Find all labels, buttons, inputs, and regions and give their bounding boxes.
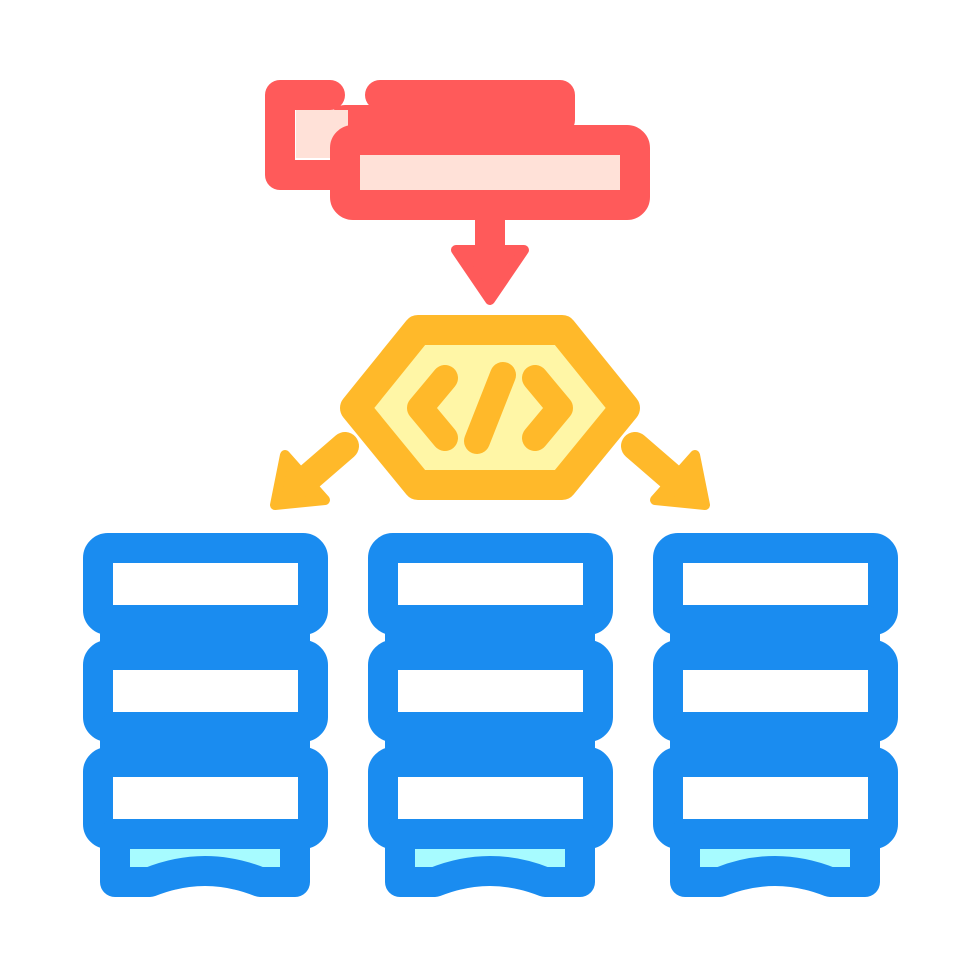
database-server-icon-center bbox=[368, 533, 613, 897]
left-arrow-shaft bbox=[294, 432, 359, 492]
right-arrow-head bbox=[650, 450, 710, 510]
right-arrow-shaft bbox=[621, 432, 686, 492]
code-hexagon-icon bbox=[270, 315, 710, 510]
code-symbol-icon bbox=[407, 362, 573, 454]
down-arrow-head bbox=[451, 245, 529, 305]
left-arrow-head bbox=[270, 450, 330, 510]
slash-glyph bbox=[464, 362, 516, 454]
database-server-icon-right bbox=[653, 533, 898, 897]
back-slab bbox=[265, 80, 575, 190]
server-base bbox=[100, 819, 310, 897]
server-base bbox=[385, 819, 595, 897]
source-server-icon bbox=[265, 80, 650, 277]
less-than-glyph bbox=[407, 365, 458, 451]
greater-than-glyph bbox=[522, 365, 573, 451]
database-server-icon-left bbox=[83, 533, 328, 897]
server-base bbox=[670, 819, 880, 897]
